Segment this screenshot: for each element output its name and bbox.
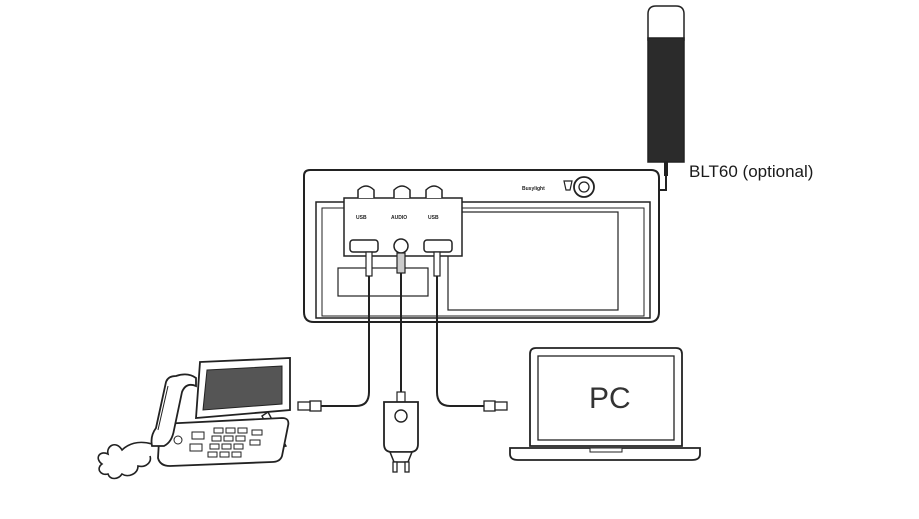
usb-port-left-text: USB (356, 215, 367, 221)
power-adapter (383, 401, 419, 473)
phone-usb-cable (297, 251, 373, 412)
phone-handset (150, 373, 197, 447)
hub-device (303, 169, 660, 323)
blt60-busylight (647, 5, 685, 176)
phone-keypad (173, 427, 263, 458)
blt60-label: BLT60 (optional) (689, 162, 813, 181)
usb-port-right-text: USB (428, 215, 439, 221)
laptop-pc (509, 347, 701, 461)
busylight-port-text: Busylight (522, 186, 545, 192)
audio-port-text: AUDIO (391, 215, 407, 221)
pc-usb-cable (433, 251, 508, 412)
pc-label: PC (589, 382, 631, 415)
ip-phone (97, 357, 291, 480)
